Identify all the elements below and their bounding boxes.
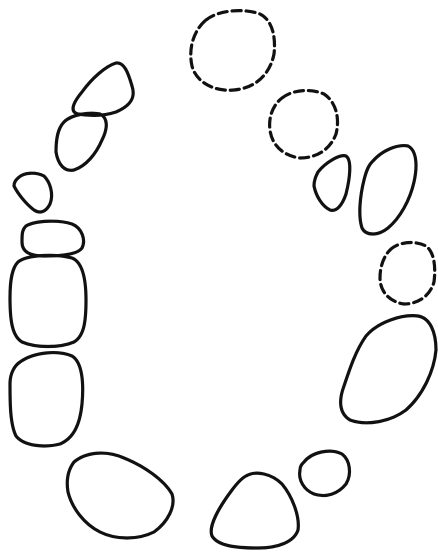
right-upper-stone <box>360 146 416 234</box>
middle-dashed-circle <box>270 91 338 158</box>
right-small-stone <box>314 156 350 211</box>
bottom-left-stone <box>67 453 173 538</box>
left-flat-stone <box>22 221 84 256</box>
bottom-center-stone <box>211 473 298 548</box>
upper-left-stone-top <box>73 63 133 115</box>
right-dashed-circle <box>380 243 435 304</box>
left-tall-stone <box>10 255 86 346</box>
upper-left-stone-lower <box>56 113 106 170</box>
small-round-stone <box>300 451 350 495</box>
right-large-stone <box>341 316 436 423</box>
top-dashed-circle <box>191 11 275 91</box>
left-lower-stone <box>10 353 83 446</box>
small-left-stone <box>14 173 52 212</box>
